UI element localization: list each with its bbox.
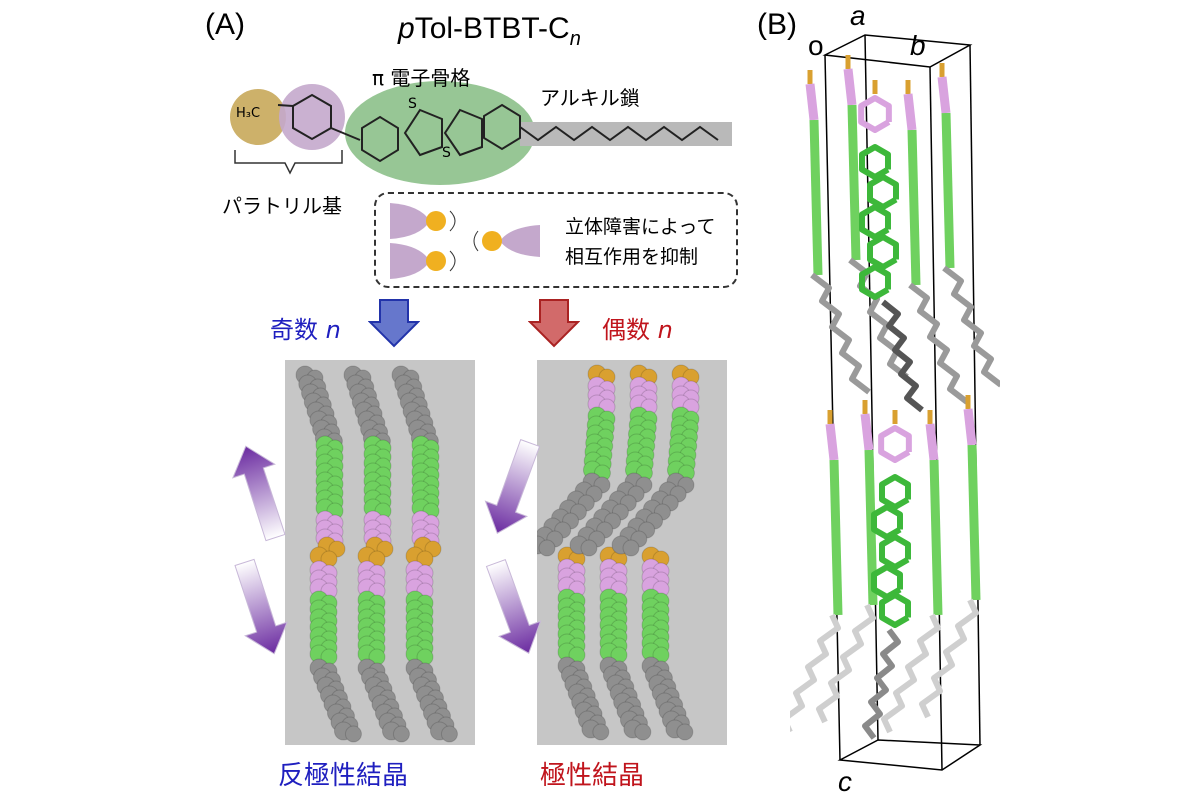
btbt-stick bbox=[941, 112, 955, 269]
btbt-ring-1 bbox=[361, 115, 399, 163]
odd-n-label: 奇数 n bbox=[270, 316, 341, 344]
axis-b-label: b bbox=[910, 30, 926, 61]
tolyl-stick bbox=[843, 68, 857, 106]
tolyl-stick bbox=[925, 423, 939, 461]
polar-crystal-label: 極性結晶 bbox=[540, 761, 645, 791]
btbt-thiophene-2 bbox=[443, 108, 483, 157]
alkyl-stick bbox=[816, 603, 876, 724]
alkyl-stick bbox=[942, 265, 1000, 388]
methyl-highlight bbox=[230, 89, 286, 145]
alkyl-sphere bbox=[592, 723, 610, 741]
even-down-arrow bbox=[528, 299, 580, 348]
alkyl-sphere bbox=[392, 725, 410, 743]
alkyl-chain bbox=[519, 125, 719, 142]
compound-title: pTol-BTBT-Cn bbox=[398, 12, 581, 51]
tolyl-stick bbox=[963, 408, 977, 446]
btbt-ring-2 bbox=[483, 103, 521, 151]
even-crystal-packing bbox=[537, 360, 727, 745]
alkyl-stick bbox=[848, 257, 909, 380]
axis-c-label: c bbox=[838, 766, 852, 797]
even-n-label: 偶数 n bbox=[602, 316, 673, 344]
methyl-text: H₃C bbox=[236, 106, 261, 121]
alkyl-sphere bbox=[622, 539, 640, 557]
btbt-stick bbox=[847, 104, 861, 261]
btbt-ring bbox=[879, 474, 911, 510]
even-molecule-columns bbox=[537, 364, 700, 741]
btbt-stick bbox=[967, 444, 981, 601]
axis-a-label: a bbox=[850, 0, 866, 31]
alkyl-sphere bbox=[344, 725, 362, 743]
molecule-schematic bbox=[230, 81, 732, 185]
title-main: Tol-BTBT-C bbox=[414, 12, 570, 45]
odd-down-arrow bbox=[368, 299, 420, 348]
btbt-ring bbox=[859, 144, 891, 180]
tolyl-stick bbox=[825, 423, 839, 461]
alkyl-stick bbox=[908, 282, 969, 405]
title-subscript: n bbox=[569, 28, 581, 50]
btbt-stick bbox=[809, 119, 823, 276]
btbt-ring bbox=[871, 504, 903, 540]
bubble-line-2: 相互作用を抑制 bbox=[565, 246, 699, 268]
btbt-thiophene-1 bbox=[403, 108, 443, 157]
tolyl-stick bbox=[805, 83, 819, 121]
tolyl-ring bbox=[878, 425, 912, 463]
phenyl-highlight bbox=[279, 84, 345, 150]
tolyl-ring bbox=[858, 95, 892, 133]
btbt-ring bbox=[867, 234, 899, 270]
btbt-stick bbox=[907, 129, 921, 286]
axis-o-label: o bbox=[808, 30, 824, 61]
paratolyl-brace bbox=[234, 150, 343, 175]
btbt-ring bbox=[879, 592, 911, 628]
steric-hindrance-illustration bbox=[390, 203, 540, 279]
btbt-stick bbox=[929, 459, 943, 616]
alkyl-sphere bbox=[676, 723, 694, 741]
antipolar-crystal-label: 反極性結晶 bbox=[278, 761, 409, 791]
tolyl-stick bbox=[903, 93, 917, 131]
btbt-ring bbox=[859, 204, 891, 240]
alkyl-stick bbox=[810, 272, 871, 395]
sulfur-bottom: S bbox=[442, 145, 451, 161]
paratolyl-label: パラトリル基 bbox=[222, 194, 342, 218]
alkyl-stick bbox=[881, 613, 941, 734]
unit-cell-molecules bbox=[790, 55, 1000, 740]
alkyl-stick bbox=[790, 613, 841, 732]
btbt-ring bbox=[867, 174, 899, 210]
alkyl-sphere bbox=[580, 539, 598, 557]
unit-cell-box bbox=[822, 34, 983, 771]
odd-dipole-arrows bbox=[232, 445, 288, 655]
odd-molecule-columns bbox=[295, 365, 458, 743]
bubble-line-1: 立体障害によって bbox=[565, 216, 716, 238]
btbt-stick bbox=[829, 459, 843, 616]
even-dipole-arrows bbox=[484, 438, 542, 654]
alkyl-sphere bbox=[634, 723, 652, 741]
panel-b-label: (B) bbox=[757, 8, 797, 41]
tolyl-stick bbox=[860, 413, 874, 451]
tolyl-stick bbox=[937, 76, 951, 114]
title-prefix: p bbox=[398, 12, 415, 45]
odd-crystal-packing bbox=[285, 360, 475, 745]
alkyl-sphere bbox=[440, 725, 458, 743]
btbt-ring bbox=[879, 534, 911, 570]
sulfur-top: S bbox=[408, 96, 417, 112]
btbt-ring bbox=[859, 264, 891, 300]
btbt-highlight bbox=[345, 81, 535, 185]
panel-a-label: (A) bbox=[205, 8, 245, 41]
alkyl-highlight bbox=[520, 122, 732, 146]
alkyl-stick bbox=[881, 299, 924, 413]
alkyl-stick bbox=[919, 598, 979, 719]
alkyl-sphere bbox=[538, 539, 556, 557]
unit-cell-structure bbox=[790, 34, 1000, 771]
pi-skeleton-label: π 電子骨格 bbox=[372, 66, 471, 90]
alkyl-chain-label: アルキル鎖 bbox=[540, 86, 640, 110]
alkyl-stick bbox=[862, 628, 901, 740]
steric-hindrance-bubble bbox=[374, 192, 738, 288]
